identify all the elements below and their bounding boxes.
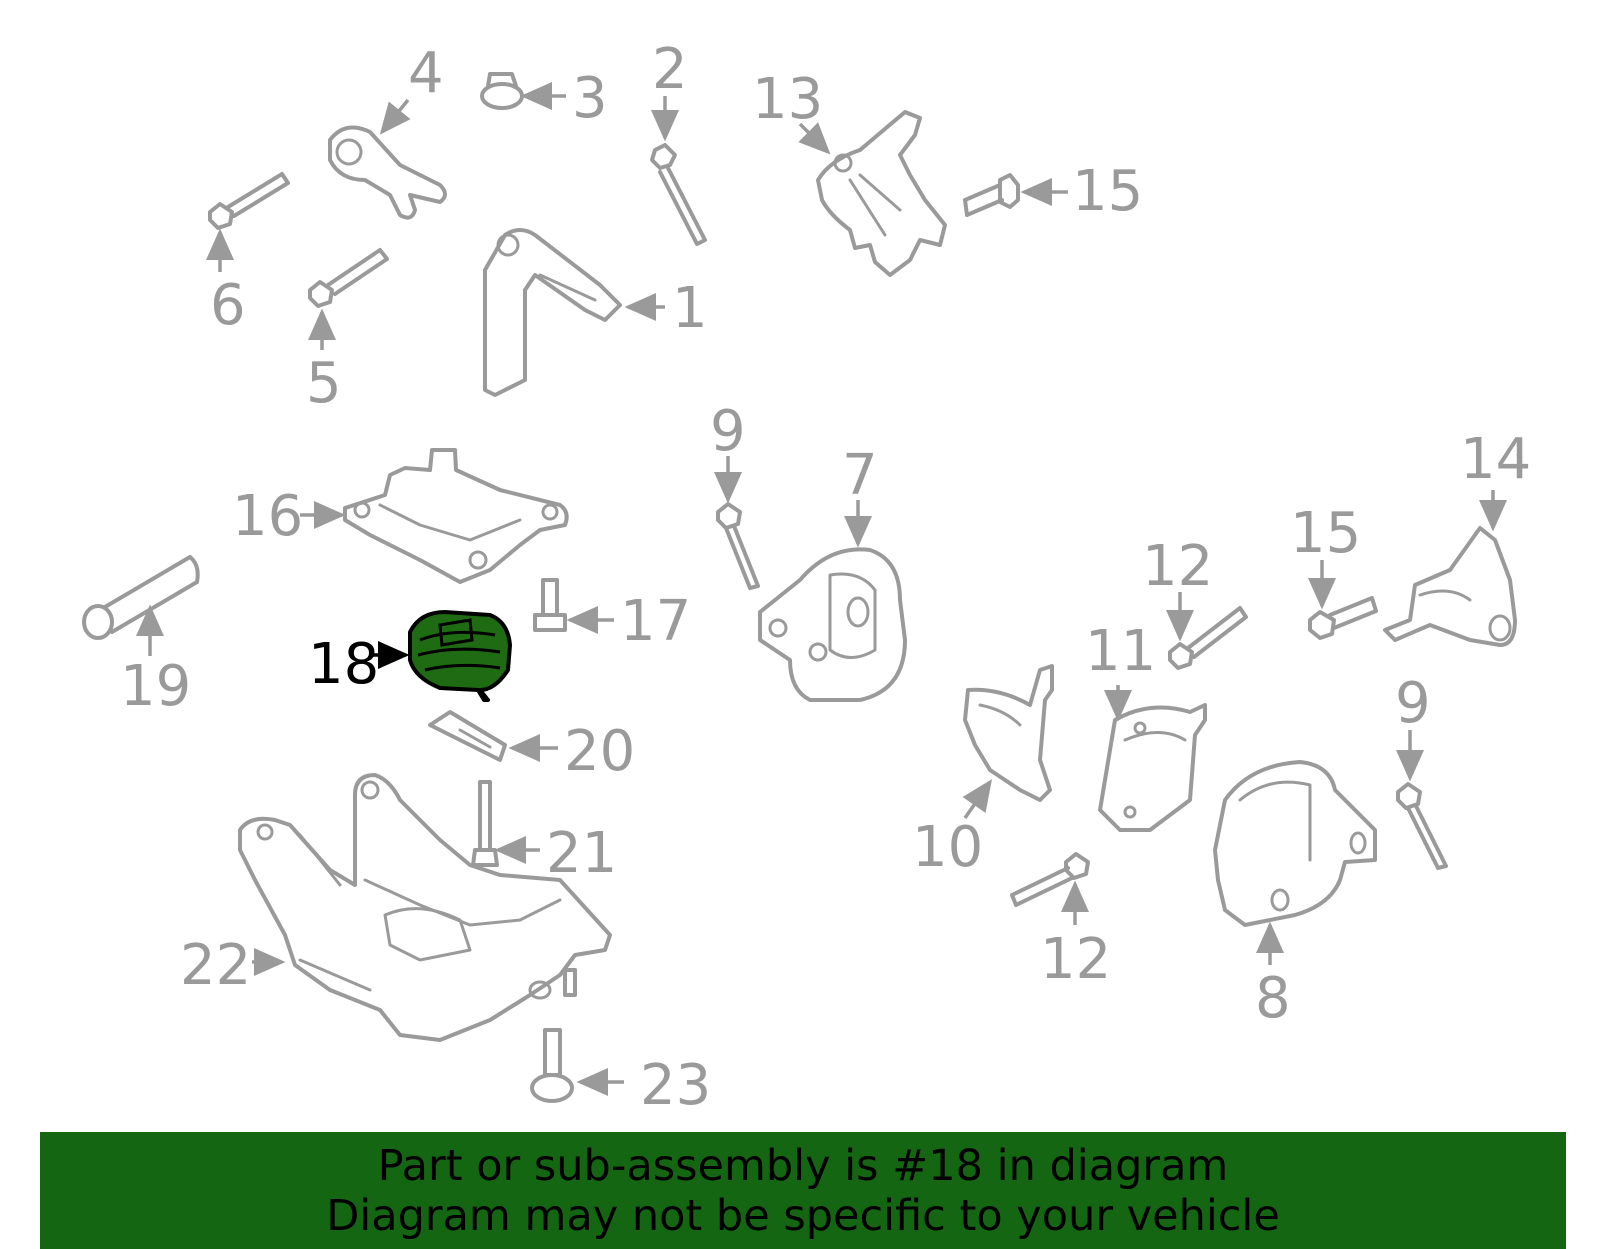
callout-12-lower: 12 — [1040, 927, 1111, 992]
part-7-engine-mount — [758, 547, 907, 702]
part-4-mount-link — [328, 125, 447, 220]
callout-19: 19 — [120, 654, 191, 719]
part-15-bolt-lower — [1308, 596, 1378, 640]
part-2-bolt — [650, 143, 707, 246]
callout-6: 6 — [210, 273, 246, 338]
part-18-mount-highlighted[interactable] — [408, 610, 512, 702]
part-22-subframe — [238, 773, 612, 1042]
part-20-plate — [428, 710, 507, 762]
callout-4: 4 — [408, 41, 444, 106]
callout-1: 1 — [672, 276, 708, 341]
callout-7: 7 — [842, 443, 878, 508]
banner-line-disclaimer: Diagram may not be specific to your vehi… — [326, 1190, 1280, 1241]
part-19-long-bolt — [82, 555, 200, 640]
part-9-bolt-right — [1396, 782, 1448, 870]
callout-20: 20 — [564, 719, 635, 784]
leader-arrows — [136, 82, 1507, 1096]
part-1-bracket — [483, 228, 622, 397]
callout-13: 13 — [752, 67, 823, 132]
callout-17: 17 — [620, 589, 691, 654]
callout-2: 2 — [652, 37, 688, 102]
callout-15-lower: 15 — [1290, 501, 1361, 566]
part-11-shield — [1098, 703, 1207, 832]
callout-22: 22 — [180, 933, 251, 998]
callout-21: 21 — [546, 821, 617, 886]
callout-16: 16 — [232, 484, 303, 549]
callout-9-upper: 9 — [710, 399, 746, 464]
part-23-bolt — [530, 1028, 574, 1103]
part-12-bolt-upper — [1168, 606, 1248, 670]
callout-12-upper: 12 — [1142, 534, 1213, 599]
part-6-bolt — [208, 172, 290, 230]
callout-18-highlighted[interactable]: 18 — [308, 632, 379, 697]
part-14-bracket — [1383, 526, 1517, 647]
callout-14: 14 — [1460, 427, 1531, 492]
part-16-bracket-plate — [343, 448, 569, 584]
part-3-nut — [480, 72, 524, 110]
callout-15-upper: 15 — [1072, 159, 1143, 224]
part-13-bracket — [816, 110, 947, 277]
part-15-bolt-upper — [963, 173, 1020, 217]
callout-3: 3 — [572, 66, 608, 131]
part-10-heat-shield — [963, 664, 1054, 802]
info-banner: Part or sub-assembly is #18 in diagram D… — [40, 1132, 1566, 1249]
part-8-transmission-mount — [1213, 760, 1377, 927]
banner-line-part: Part or sub-assembly is #18 in diagram — [377, 1140, 1229, 1191]
part-21-stud — [471, 780, 499, 867]
callout-5: 5 — [306, 351, 342, 416]
callout-8: 8 — [1255, 966, 1291, 1031]
callout-9-right: 9 — [1395, 671, 1431, 736]
part-5-bolt — [308, 248, 389, 308]
callout-10: 10 — [912, 815, 983, 880]
callout-11: 11 — [1085, 619, 1156, 684]
callout-23: 23 — [640, 1053, 711, 1118]
part-9-bolt-upper — [716, 502, 760, 590]
callout-labels: 1 2 3 4 5 6 7 8 9 9 10 11 12 12 13 14 15… — [120, 37, 1531, 1118]
part-17-stud — [533, 578, 567, 632]
